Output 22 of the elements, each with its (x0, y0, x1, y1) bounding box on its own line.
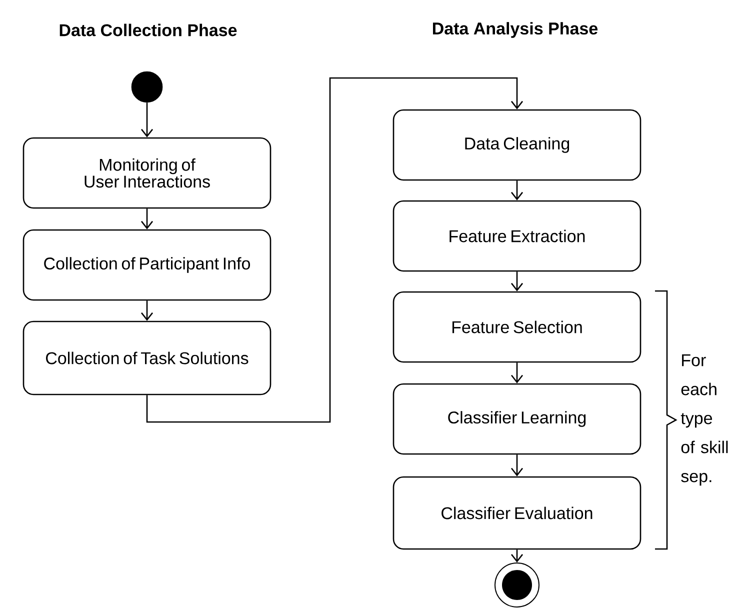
phase-heading: Data Analysis Phase (433, 22, 598, 38)
start-node (131, 71, 163, 103)
activity-box: Feature Selection (392, 291, 642, 363)
arrow (141, 102, 154, 138)
activity-box: Collection of Participant Info (22, 229, 272, 301)
arrow (146, 77, 524, 423)
activity-box: Monitoring of User Interactions (22, 137, 272, 209)
arrow (510, 180, 524, 200)
activity-box: Data Cleaning (392, 109, 642, 181)
arrow (510, 550, 524, 562)
activity-box: Classifier Evaluation (392, 476, 642, 550)
activity-box: Feature Extraction (392, 200, 642, 272)
activity-box: Classifier Learning (392, 383, 642, 455)
arrow (141, 300, 154, 321)
activity-box: Collection of Task Solutions (22, 320, 272, 396)
end-node (494, 562, 540, 608)
arrow (510, 362, 524, 384)
arrow (141, 208, 154, 230)
arrow (510, 454, 524, 476)
phase-heading: Data Collection Phase (60, 24, 237, 36)
note: For each type of skill sep. (680, 354, 728, 486)
arrow (510, 272, 524, 292)
